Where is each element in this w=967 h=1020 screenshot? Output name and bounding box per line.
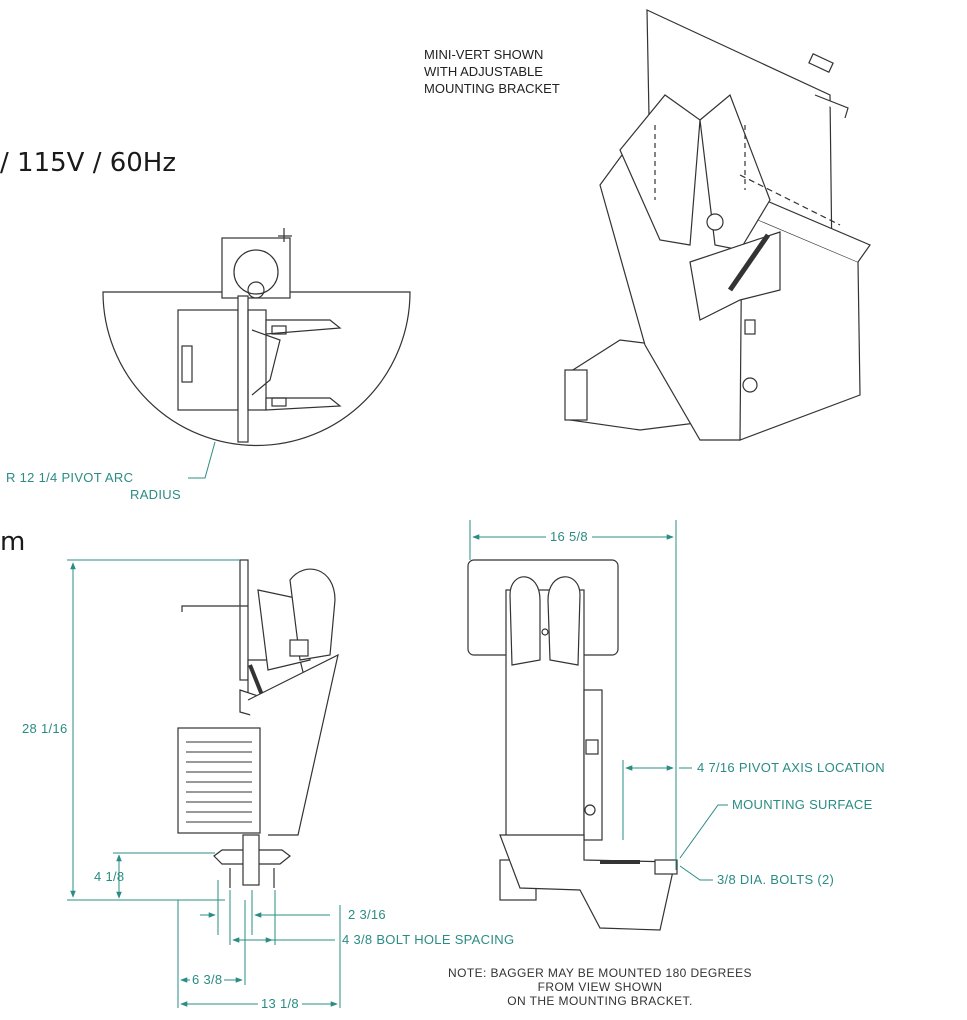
- dim-width-small: 6 3/8: [190, 972, 225, 987]
- top-view: [102, 228, 411, 447]
- caption-line: WITH ADJUSTABLE: [424, 64, 543, 79]
- dim-bracket-height: 4 1/8: [94, 869, 125, 884]
- pivot-arc-label-radius: RADIUS: [130, 487, 181, 502]
- header-fragment: m: [0, 527, 26, 557]
- caption-line: MINI-VERT SHOWN: [424, 47, 544, 62]
- caption-line: MOUNTING BRACKET: [424, 81, 560, 96]
- front-view: [467, 559, 678, 931]
- label-bolts: 3/8 DIA. BOLTS (2): [717, 872, 835, 887]
- dim-pivot-axis: 4 7/16 PIVOT AXIS LOCATION: [697, 760, 885, 775]
- dim-offset: 2 3/16: [348, 907, 386, 922]
- dim-height: 28 1/16: [22, 721, 68, 736]
- dim-front-width: 16 5/8: [546, 529, 592, 544]
- dim-bolt-hole-spacing: 4 3/8 BOLT HOLE SPACING: [342, 932, 515, 947]
- voltage-text: / 115V / 60Hz: [0, 148, 177, 178]
- note-line: NOTE: BAGGER MAY BE MOUNTED 180 DEGREES: [448, 966, 752, 980]
- caption: MINI-VERT SHOWN WITH ADJUSTABLE MOUNTING…: [424, 46, 560, 97]
- note-line: FROM VIEW SHOWN: [537, 980, 663, 994]
- side-view: [177, 559, 339, 888]
- isometric-view: [564, 9, 871, 441]
- label-mounting-surface: MOUNTING SURFACE: [732, 797, 873, 812]
- note-line: ON THE MOUNTING BRACKET.: [507, 994, 693, 1008]
- mounting-note: NOTE: BAGGER MAY BE MOUNTED 180 DEGREES …: [370, 966, 830, 1008]
- pivot-arc: [102, 291, 411, 447]
- pivot-arc-label: R 12 1/4 PIVOT ARC: [6, 470, 134, 485]
- dim-width-total: 13 1/8: [258, 996, 302, 1011]
